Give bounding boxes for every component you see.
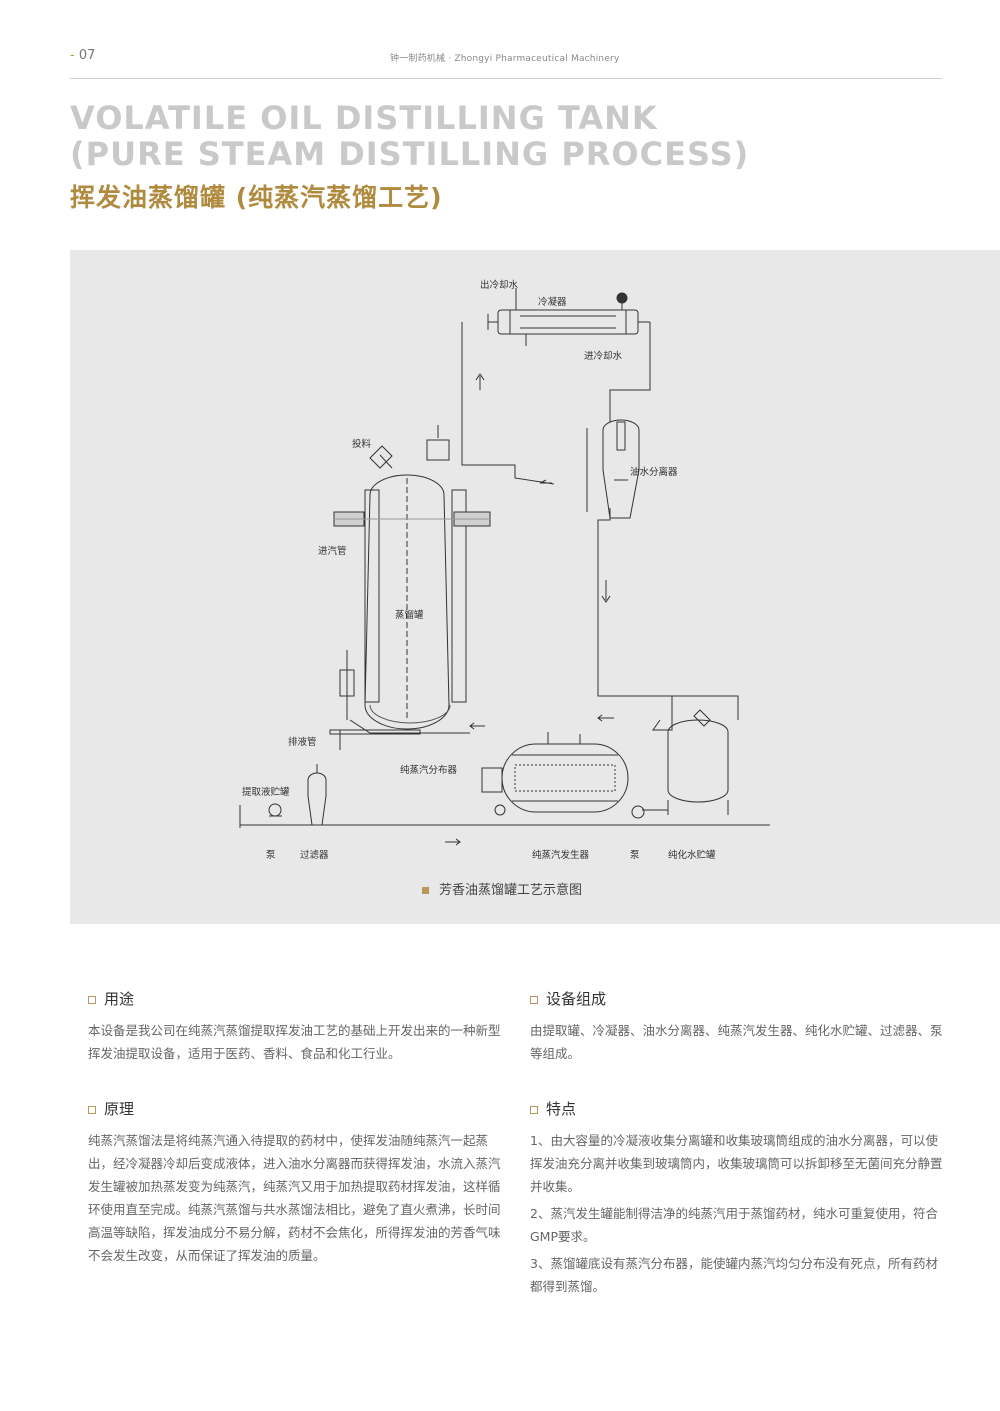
feature-item: 3、蒸馏罐底设有蒸汽分布器，能使罐内蒸汽均匀分布没有死点，所有药材都得到蒸馏。: [530, 1256, 938, 1294]
label-cooling-water-in: 进冷却水: [584, 351, 623, 362]
label-filter: 过滤器: [300, 850, 329, 861]
process-diagram: 出冷却水 冷凝器 进冷却水 投料 油水分离器 进汽管 蒸馏罐 排液管 纯蒸汽分布…: [70, 250, 1000, 924]
process-diagram-drawing: [239, 288, 770, 846]
page-number: - 07: [70, 48, 96, 63]
section-principle-title: 原理: [88, 1098, 503, 1119]
piping-drawing: [239, 322, 770, 846]
label-feed: 投料: [352, 439, 372, 450]
section-purpose-title: 用途: [88, 988, 503, 1009]
label-extract-storage: 提取液贮罐: [242, 787, 290, 798]
section-principle-body: 纯蒸汽蒸馏法是将纯蒸汽通入待提取的药材中，使挥发油随纯蒸汽一起蒸出，经冷凝器冷却…: [88, 1133, 501, 1263]
section-composition-body: 由提取罐、冷凝器、油水分离器、纯蒸汽发生器、纯化水贮罐、过滤器、泵等组成。: [530, 1023, 943, 1061]
section-purpose-body: 本设备是我公司在纯蒸汽蒸馏提取挥发油工艺的基础上开发出来的一种新型挥发油提取设备…: [88, 1023, 501, 1061]
section-purpose: 用途 本设备是我公司在纯蒸汽蒸馏提取挥发油工艺的基础上开发出来的一种新型挥发油提…: [88, 988, 503, 1065]
platform-drawing: [333, 511, 491, 527]
label-oil-water-separator: 油水分离器: [630, 467, 678, 478]
section-principle: 原理 纯蒸汽蒸馏法是将纯蒸汽通入待提取的药材中，使挥发油随纯蒸汽一起蒸出，经冷凝…: [88, 1098, 503, 1267]
title-english-line2: (PURE STEAM DISTILLING PROCESS): [70, 135, 750, 173]
label-steam-inlet: 进汽管: [318, 546, 347, 557]
water-storage-drawing: [631, 709, 729, 819]
section-features-list: 1、由大容量的冷凝液收集分离罐和收集玻璃筒组成的油水分离器，可以使挥发油充分离并…: [530, 1129, 945, 1298]
section-composition-title: 设备组成: [530, 988, 945, 1009]
feature-item: 2、蒸汽发生罐能制得洁净的纯蒸汽用于蒸馏药材，纯水可重复使用，符合GMP要求。: [530, 1206, 938, 1244]
section-features-title: 特点: [530, 1098, 945, 1119]
label-pump-2: 泵: [630, 850, 640, 861]
section-composition: 设备组成 由提取罐、冷凝器、油水分离器、纯蒸汽发生器、纯化水贮罐、过滤器、泵等组…: [530, 988, 945, 1065]
title-english: VOLATILE OIL DISTILLING TANK (PURE STEAM…: [70, 100, 950, 172]
steam-generator-drawing: [481, 732, 629, 816]
title-chinese: 挥发油蒸馏罐 (纯蒸汽蒸馏工艺): [70, 183, 443, 212]
filter-drawing: [268, 764, 327, 826]
label-water-storage: 纯化水贮罐: [668, 850, 716, 861]
condenser-drawing: [487, 288, 650, 346]
label-drain-pipe: 排液管: [288, 737, 317, 748]
brand-line: 钟一制药机械 · Zhongyi Pharmaceutical Machiner…: [390, 54, 620, 64]
label-steam-generator: 纯蒸汽发生器: [532, 850, 590, 861]
label-pump-1: 泵: [266, 850, 276, 861]
distill-tank-drawing: [329, 425, 467, 750]
label-condenser: 冷凝器: [538, 297, 567, 308]
label-steam-distributor: 纯蒸汽分布器: [400, 765, 458, 776]
feature-item: 1、由大容量的冷凝液收集分离罐和收集玻璃筒组成的油水分离器，可以使挥发油充分离并…: [530, 1133, 943, 1194]
label-distill-tank: 蒸馏罐: [395, 610, 424, 621]
title-english-line1: VOLATILE OIL DISTILLING TANK: [70, 99, 658, 137]
caption-marker: [422, 887, 429, 894]
diagram-caption: 芳香油蒸馏罐工艺示意图: [422, 879, 582, 898]
oil-water-separator-drawing: [586, 419, 640, 519]
label-cooling-water-out: 出冷却水: [480, 280, 519, 291]
section-features: 特点 1、由大容量的冷凝液收集分离罐和收集玻璃筒组成的油水分离器，可以使挥发油充…: [530, 1098, 945, 1302]
page-header: - 07 钟一制药机械 · Zhongyi Pharmaceutical Mac…: [70, 46, 942, 79]
